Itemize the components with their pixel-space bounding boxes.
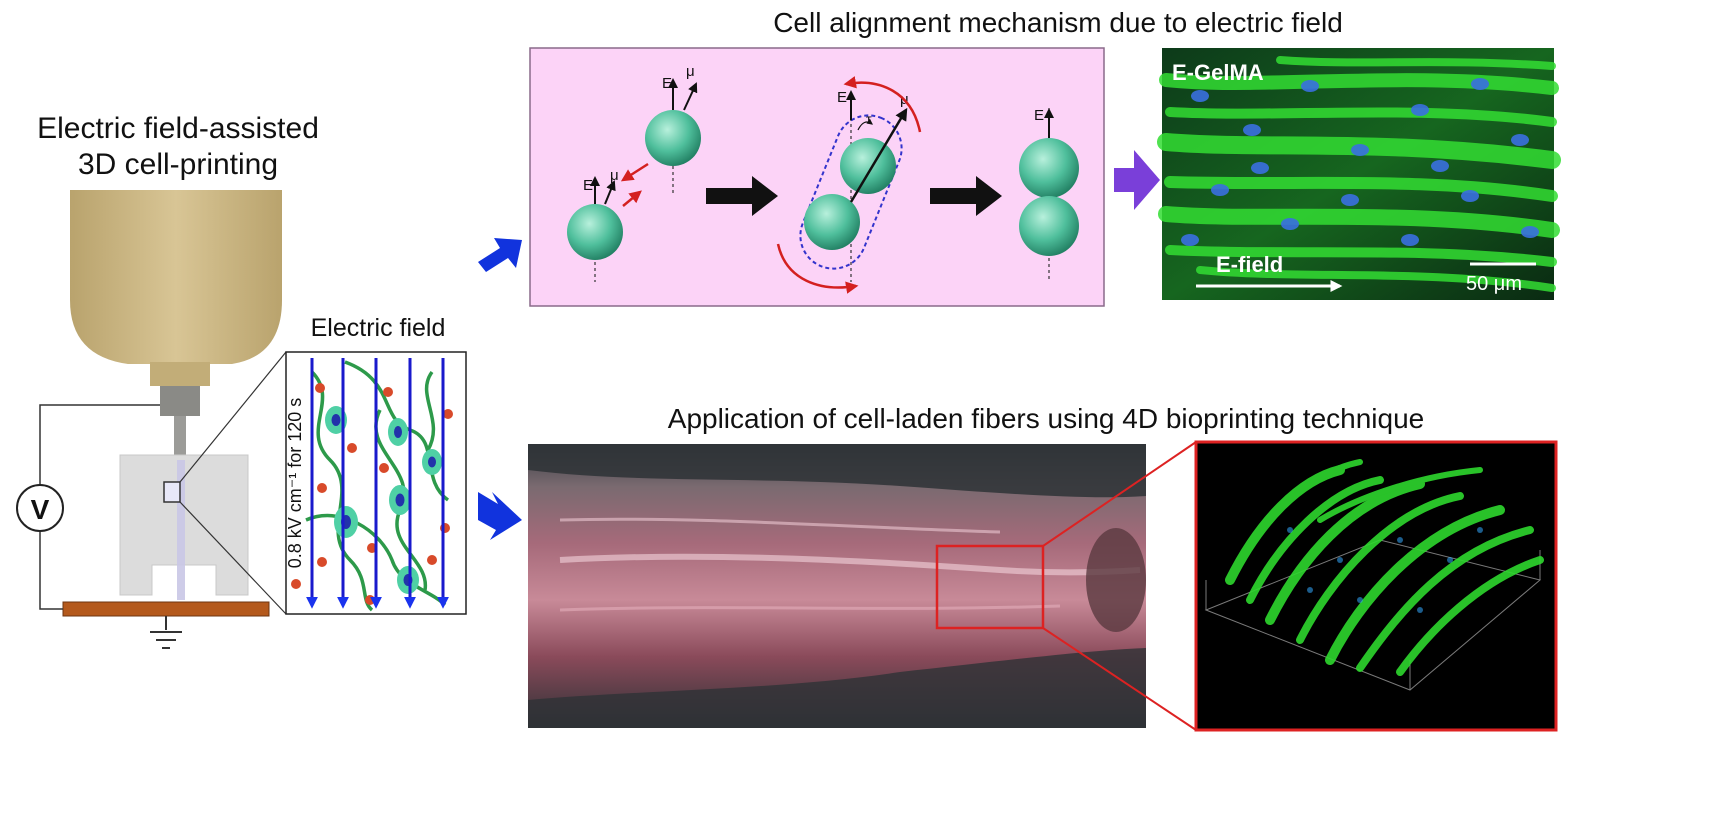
- ground-electrode-plate: [62, 601, 270, 617]
- syringe-body: [70, 190, 282, 364]
- needle: [174, 416, 186, 461]
- printing-setup: Electric field-assisted 3D cell-printing…: [16, 112, 467, 649]
- application-section: Application of cell-laden fibers using 4…: [528, 403, 1558, 732]
- micrograph-field-label: E-field: [1216, 252, 1283, 277]
- field-condition-label: 0.8 kV cm⁻¹ for 120 s: [285, 398, 305, 569]
- mechanism-step-arrow-2: [930, 176, 1002, 216]
- rotation-arrow-bottom: [776, 243, 859, 294]
- transition-arrow-lower: [478, 492, 522, 540]
- dipole-symbol: μ: [610, 167, 619, 184]
- field-panel-particles: [291, 383, 453, 605]
- tissue-photo: [528, 444, 1146, 728]
- torque-symbol: τ: [866, 111, 872, 127]
- application-title: Application of cell-laden fibers using 4…: [668, 403, 1424, 434]
- printing-title-line1: Electric field-assisted: [37, 112, 319, 145]
- scale-bar-label: 50 μm: [1466, 273, 1522, 295]
- dipole-boundary: [799, 114, 903, 270]
- field-symbol: E: [837, 89, 847, 106]
- rotation-arrow-top: [843, 76, 922, 133]
- voltmeter: [16, 484, 64, 532]
- mechanism-step-arrow-1: [706, 176, 778, 216]
- circuit-wire-top: [39, 404, 160, 485]
- zoom-line-top: [179, 351, 287, 483]
- mechanism-cell: [1019, 196, 1079, 256]
- micrograph-label: E-GelMA: [1172, 60, 1264, 85]
- mechanism-title: Cell alignment mechanism due to electric…: [773, 7, 1343, 38]
- zoom-line-lower: [1042, 627, 1197, 731]
- mechanism-cell: [804, 194, 860, 250]
- ground-symbol: [150, 616, 182, 649]
- mechanism-cell: [840, 138, 896, 194]
- transition-arrow-upper: [478, 238, 522, 272]
- zoom-line-upper: [1042, 441, 1197, 547]
- mechanism-section: Cell alignment mechanism due to electric…: [529, 7, 1343, 307]
- field-symbol: E: [583, 177, 593, 194]
- purple-transition-arrow: [1114, 150, 1160, 210]
- electric-field-lines: [306, 358, 449, 609]
- mechanism-cell: [645, 110, 701, 166]
- fiber-3d-render: [1194, 440, 1558, 732]
- nozzle-connector: [160, 386, 200, 416]
- field-panel-title: Electric field: [311, 314, 446, 342]
- mechanism-cell: [567, 204, 623, 260]
- syringe-neck: [150, 362, 210, 386]
- micrograph-panel: E-GelMA E-field 50 μm: [1157, 48, 1561, 300]
- mechanism-stage-separated: E μ E μ: [567, 63, 701, 282]
- field-symbol: E: [662, 75, 672, 92]
- mechanism-cell: [1019, 138, 1079, 198]
- cell-nuclei: [1181, 78, 1539, 246]
- printed-fibers-3d: [1225, 459, 1544, 676]
- zoom-line-bottom: [179, 501, 287, 615]
- dipole-symbol: μ: [686, 63, 695, 80]
- mechanism-stage-rotating: E μ τ: [776, 76, 922, 294]
- voltmeter-label: V: [31, 494, 50, 525]
- printed-fiber-stream: [177, 460, 185, 600]
- aligned-cell-fibers: [1157, 56, 1561, 292]
- tissue-zoom-box: [935, 544, 1045, 630]
- circuit-wire-bottom: [39, 531, 63, 610]
- mechanism-stage-aligned: E: [1019, 107, 1079, 282]
- magnified-region-box: [163, 481, 181, 503]
- field-symbol: E: [1034, 107, 1044, 124]
- printing-title-line2: 3D cell-printing: [78, 148, 278, 181]
